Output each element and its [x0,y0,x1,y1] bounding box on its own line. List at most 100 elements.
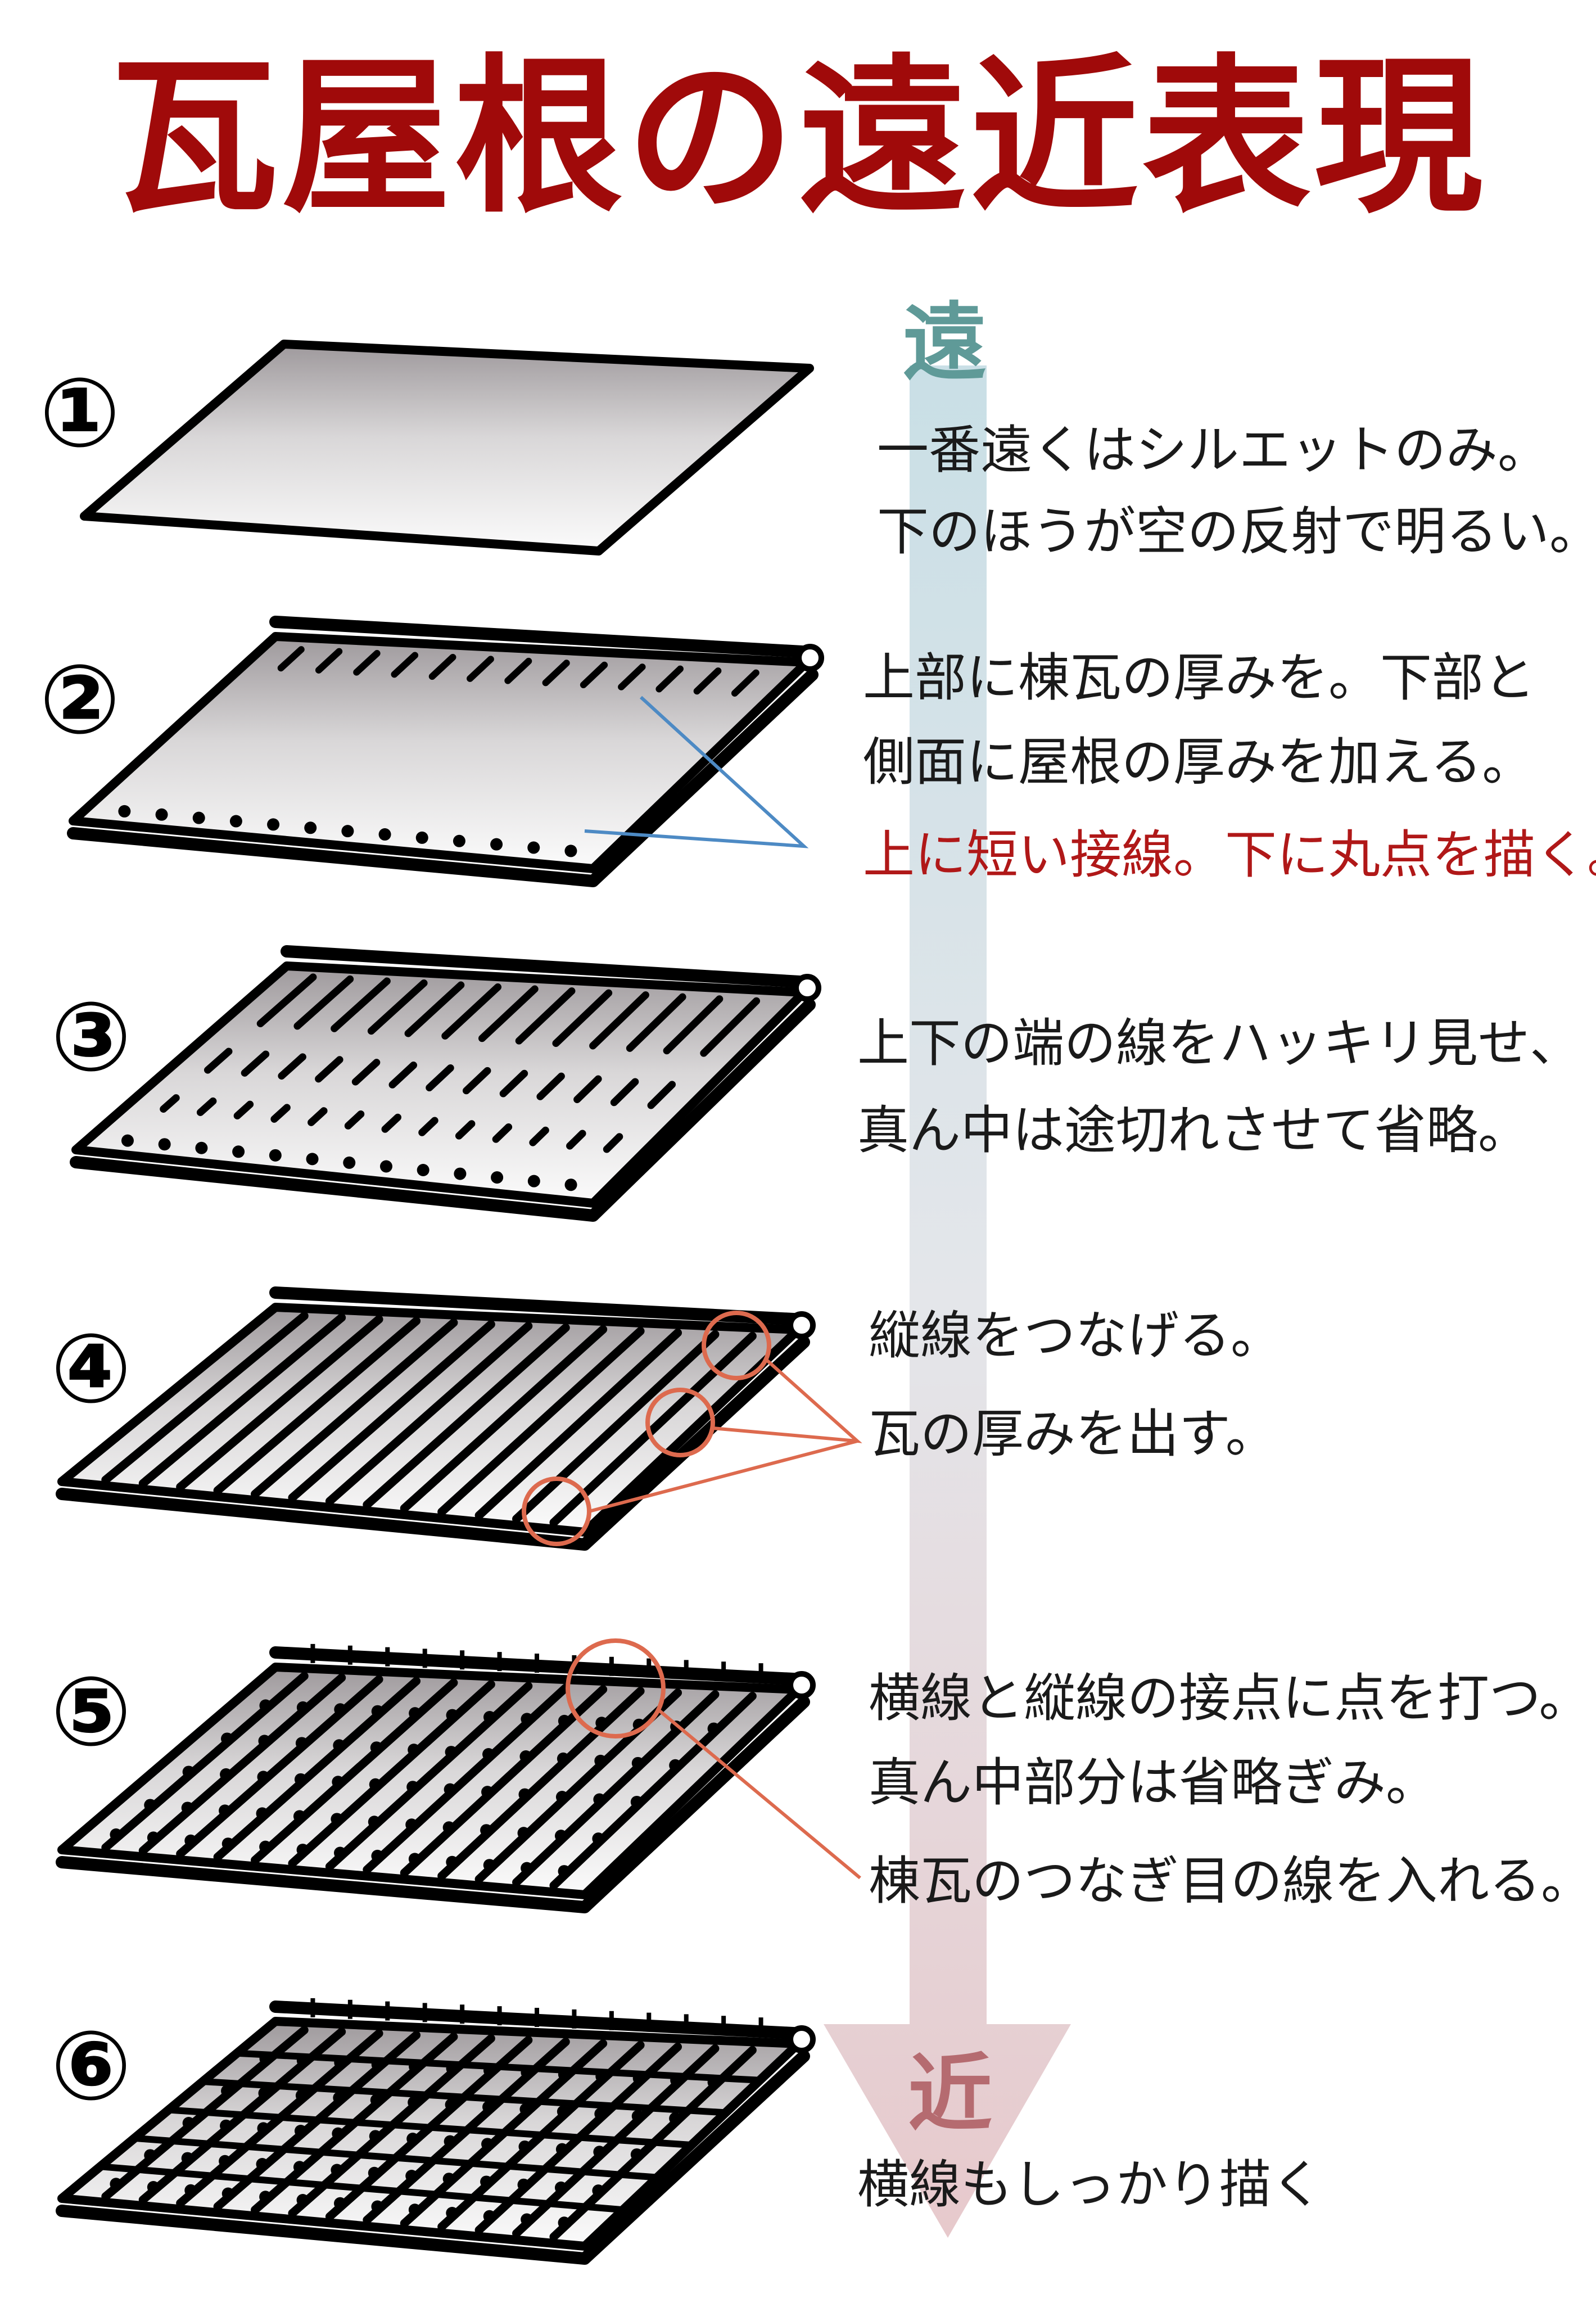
tile-line-broken [492,1123,513,1143]
tile-joint-dot [592,1832,605,1845]
tile-dot [195,1141,208,1154]
tile-line-broken [160,1094,180,1113]
tile-line-broken [241,1050,270,1077]
eave-thickness [56,1336,810,1551]
tile-row-line [100,2163,623,2214]
tile-line-broken [700,997,761,1057]
step-5-circle [566,1638,666,1738]
ridge-end-cap [796,644,824,672]
tile-line-broken [455,1120,476,1140]
tile-joint-dot [295,2089,308,2102]
tile-line-broken [256,973,317,1027]
tile-line-broken [381,1113,401,1133]
tile-dot [155,808,168,821]
tile-dot [491,1171,504,1184]
tile-line-broken [462,1067,491,1095]
tile-line-broken [388,1062,418,1089]
tile-joint-dot [368,1816,381,1828]
tile-joint-dot [518,1788,531,1801]
tile-joint-dot [369,2130,382,2143]
tile-tick [693,667,722,695]
tile-line-broken [331,977,391,1032]
tile-line [251,1318,458,1498]
step-2-leader [584,696,809,848]
tile-joint-dot [147,2181,160,2193]
tile-joint-dot [259,1840,272,1853]
step-1-line-1: 一番遠くはシルエットのみ。 [877,420,1550,480]
tile-tick [618,663,646,690]
tile-joint-dot [295,1737,308,1750]
tile-dot [121,1134,134,1147]
tile-line-broken [351,1059,381,1086]
tile-joint-dot [481,2138,494,2151]
tile-joint-dot [334,1703,347,1716]
tile-joint-dot [521,1862,533,1875]
tile-joint-dot [369,1778,382,1791]
tile-joint-dot [408,2203,421,2216]
step-4-line-2: 瓦の厚みを出す。 [869,1404,1277,1464]
tile-joint-dot [555,2143,568,2156]
tile-joint-dot [406,2133,419,2145]
tile-joint-dot [521,1713,533,1726]
tile-joint-dot [221,1837,234,1850]
tile-line [363,1323,570,1509]
tile-joint-dot [332,2127,345,2140]
tile-dot [379,1160,392,1173]
arrow-far-label: 遠 [902,294,987,392]
tile-joint-dot [293,2161,306,2174]
roof-step-4 [56,1286,816,1551]
ridge-tile [281,945,816,988]
tile-joint-dot [631,1756,644,1769]
ridge-tile [269,2001,810,2040]
tile-joint-dot [707,1722,720,1735]
tile-joint-dot [334,1846,346,1859]
tile-joint-dot [219,2155,232,2167]
step-2-line-1: 上部に棟瓦の厚みを。下部と [863,648,1536,708]
tile-line-broken [270,1104,291,1123]
tile-joint-dot [182,1765,195,1778]
tile-line-broken [536,1072,565,1100]
tile-tick [580,661,608,689]
step-4-circle-side [645,1388,715,1457]
tile-joint-dot [482,1748,495,1761]
tile-joint-dot [181,2152,194,2165]
tile-joint-dot [406,1781,419,1794]
step-5-number: ⑤ [51,1656,132,1768]
tile-joint-dot [333,1739,346,1752]
tile-joint-dot [220,2119,233,2132]
tile-joint-dot [405,1818,418,1831]
tile-line [176,1315,383,1492]
step-4-number: ④ [51,1313,132,1425]
tile-joint-dot [592,2184,605,2197]
tile-joint-dot [294,2125,307,2138]
tile-joint-dot [444,2135,456,2148]
tile-dot [564,845,577,857]
tile-tick [504,657,532,684]
tile-row-line [168,2106,692,2148]
tile-joint-dot [557,1752,569,1765]
tile-line-broken [308,1107,328,1126]
tile-joint-dot [331,1813,343,1826]
step-6-number: ⑥ [51,2011,132,2122]
tile-line-broken [196,1097,217,1116]
tile-line [288,1320,495,1502]
tile-line-broken [566,1130,586,1150]
tile-line [101,1311,309,1484]
ridge-tile [269,1646,810,1686]
ridge-end-cap [788,2025,816,2053]
tile-joint-dot [257,2122,270,2135]
step-6-line-1: 横線もしっかり描く [857,2155,1323,2215]
tile-joint-dot [558,2216,571,2229]
tile-joint-dot [630,1795,643,1808]
tile-dot [564,1178,577,1191]
tile-joint-dot [517,2178,530,2191]
tile-joint-dot [184,1834,197,1847]
tile-dot [232,1145,245,1158]
tile-joint-dot [181,1801,194,1814]
tile-joint-dot [518,2140,531,2153]
tile-tick [391,652,419,678]
tile-joint-dot [630,2148,643,2161]
tile-joint-dot [442,1821,455,1834]
tile-joint-dot [258,1735,271,1747]
roof-step-5 [56,1643,816,1913]
